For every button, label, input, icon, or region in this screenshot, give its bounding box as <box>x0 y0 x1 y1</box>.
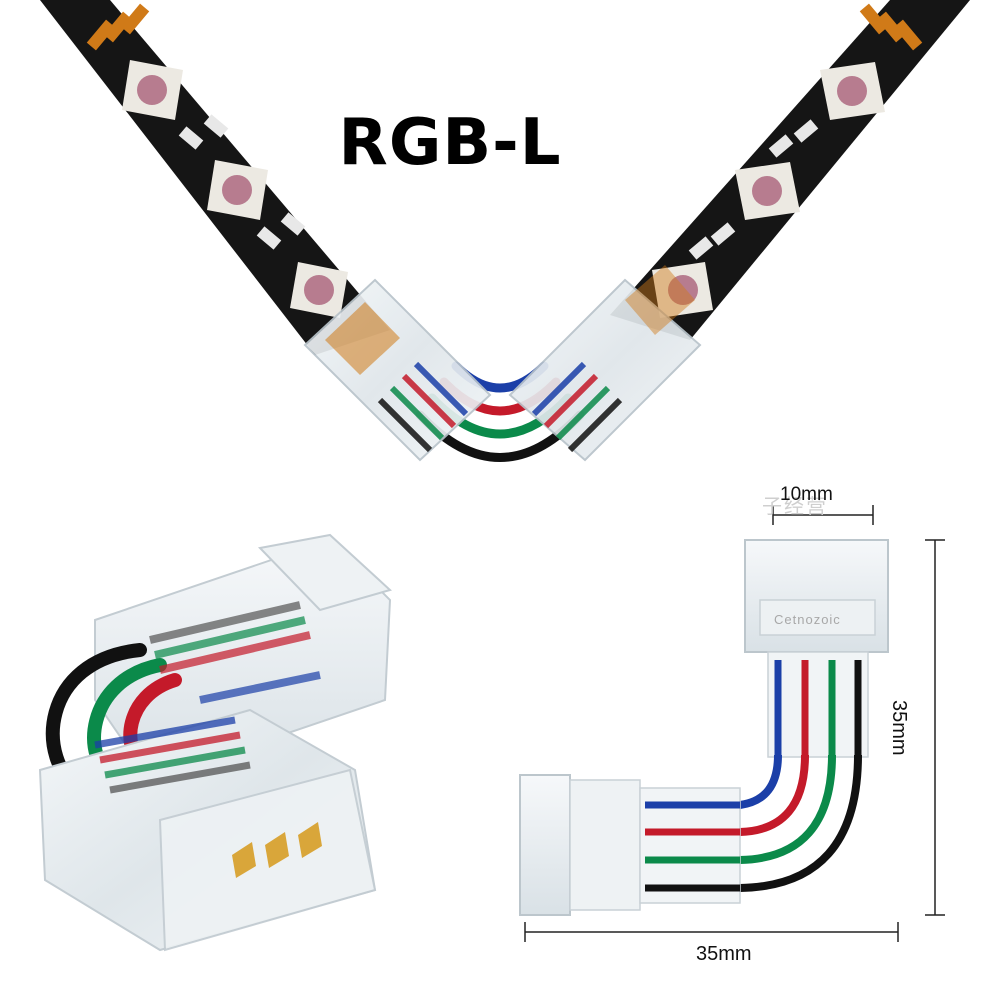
led-chip <box>122 60 183 120</box>
resistor <box>203 114 229 138</box>
dimension-length-label: 35mm <box>696 943 752 965</box>
dimension-lines <box>524 505 945 942</box>
resistor <box>280 212 306 236</box>
connector-perspective <box>38 533 392 952</box>
brand-imprint: Cetnozoic <box>774 612 841 627</box>
led-chip <box>290 262 348 318</box>
led-strip-right <box>610 0 970 340</box>
dimension-width-label: 10mm <box>780 484 833 505</box>
resistor <box>688 236 714 260</box>
resistor <box>710 222 736 246</box>
copper-pads <box>86 3 150 51</box>
resistor <box>793 119 819 143</box>
gold-pins <box>232 822 322 878</box>
led-chip <box>207 160 268 220</box>
resistor <box>178 126 204 150</box>
led-chip <box>820 62 885 120</box>
resistor <box>768 134 794 158</box>
led-strip-left <box>40 0 390 355</box>
resistor <box>256 226 282 250</box>
connector-dimension-view <box>519 505 945 942</box>
watermark: 子经营 <box>762 496 828 518</box>
dimension-height-label: 35mm <box>888 700 910 756</box>
connector-top-right <box>508 265 702 462</box>
product-title: RGB-L <box>300 95 600 190</box>
connector-top-left <box>303 278 492 462</box>
led-chip <box>735 162 800 220</box>
led-chip <box>652 262 713 318</box>
copper-pads <box>859 3 923 51</box>
